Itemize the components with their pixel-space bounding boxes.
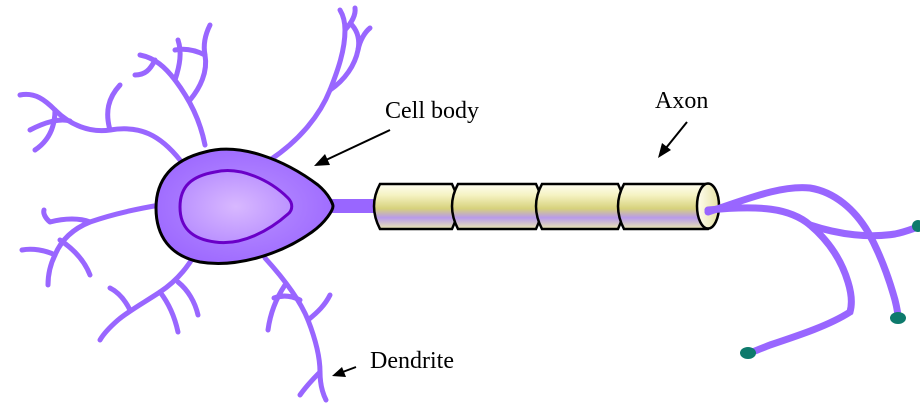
dendrite-branch [300,372,320,395]
axon [374,184,719,230]
dendrite-branch [22,249,55,255]
dendrite-branch [108,85,120,130]
dendrite-branch [135,60,155,75]
axon-hillock [328,199,376,213]
dendrite-branch [175,40,180,80]
dendrite-branch [60,240,90,275]
cell-body [156,149,333,263]
dendrite-branch [352,25,359,50]
dendrite-branch [308,295,330,320]
myelin-segment [452,184,542,229]
synaptic-knob [740,347,756,359]
dendrite-branch [160,292,178,332]
dendrite-branch [110,288,130,310]
myelin-sheath [374,184,719,230]
arrow-left-down-icon [314,130,390,166]
dendrite-branch [44,210,90,222]
synaptic-knob [890,312,906,324]
cell-body-label: Cell body [385,98,479,124]
arrow-left-icon [332,367,356,377]
myelin-segment [374,184,458,229]
dendrite-branch [20,94,180,160]
dendrite-branch [190,25,210,100]
myelin-segment [536,184,624,229]
dendrite-branch [35,110,55,150]
axon-label: Axon [655,88,708,114]
axon-terminals [708,188,918,354]
dendrite-branch [178,282,198,315]
dendrite-branch [268,285,285,330]
dendrite-label: Dendrite [370,348,454,374]
arrow-left-down-icon [658,122,687,158]
